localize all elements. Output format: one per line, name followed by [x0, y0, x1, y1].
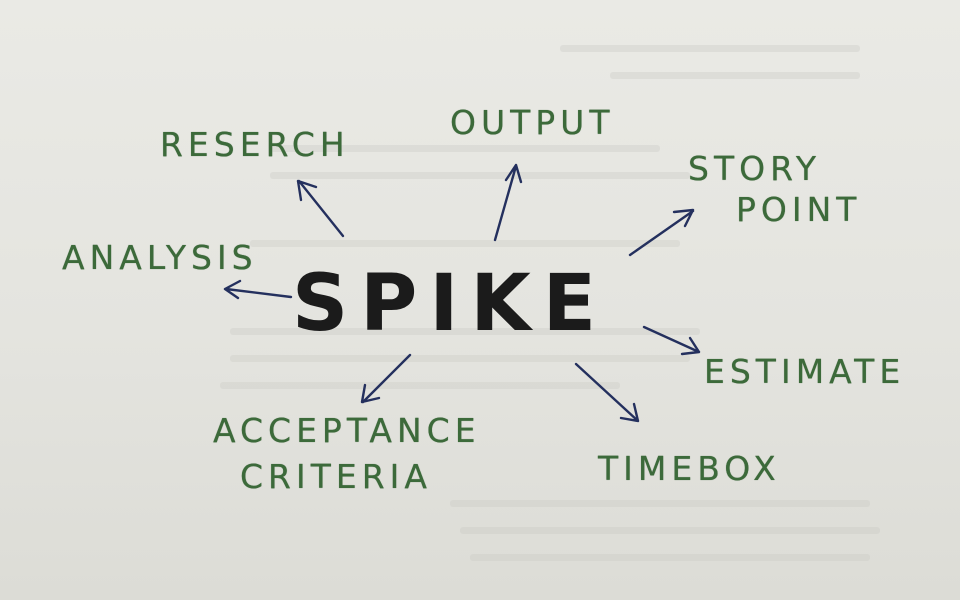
bleed-line — [450, 500, 870, 507]
bleed-line — [230, 355, 690, 362]
center-title-spike: SPIKE — [292, 259, 609, 349]
bleed-line — [560, 45, 860, 52]
label-estimate: ESTIMATE — [704, 352, 906, 391]
label-acceptance: ACCEPTANCE — [213, 411, 481, 450]
bleed-line — [230, 328, 700, 335]
arrow-analysis — [223, 279, 293, 300]
arrow-estimate — [642, 325, 701, 356]
arrow-output — [493, 163, 523, 242]
bleed-line — [610, 72, 860, 79]
label-timebox: TIMEBOX — [598, 449, 781, 488]
bleed-line — [220, 382, 620, 389]
label-research: RESERCH — [160, 125, 350, 164]
arrow-acceptance-criteria — [360, 353, 412, 404]
bleed-line — [470, 554, 870, 561]
bleed-line — [270, 172, 690, 179]
arrow-story-point — [628, 208, 695, 257]
arrow-timebox — [574, 362, 640, 423]
label-output: OUTPUT — [450, 103, 615, 142]
bleed-line — [270, 145, 660, 152]
label-point: POINT — [736, 190, 862, 229]
arrow-research — [296, 179, 345, 238]
label-criteria: CRITERIA — [240, 457, 432, 496]
bleed-line — [460, 527, 880, 534]
label-story: STORY — [688, 149, 822, 188]
bleed-line — [250, 240, 680, 247]
label-analysis: ANALYSIS — [62, 238, 258, 277]
